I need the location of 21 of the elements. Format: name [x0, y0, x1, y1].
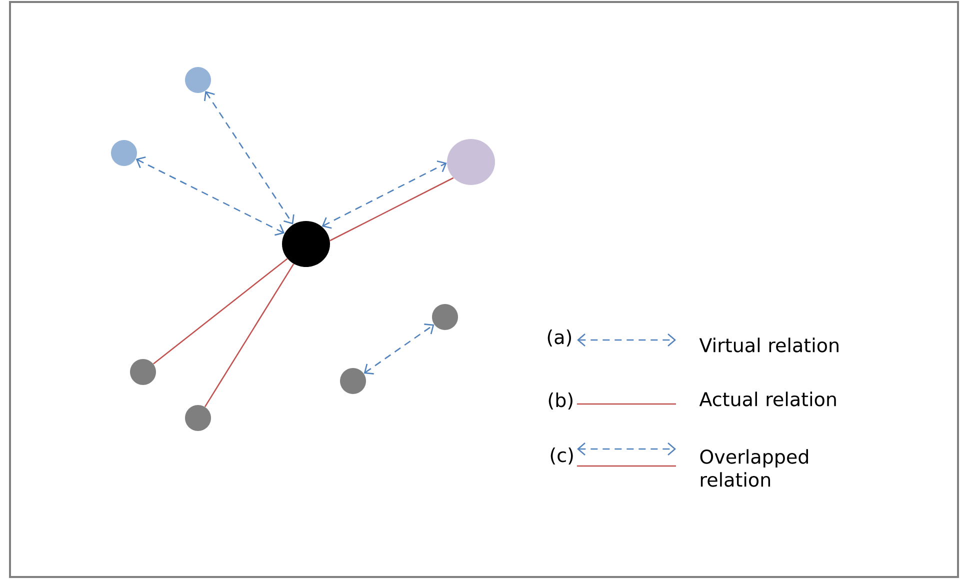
node-circle	[185, 405, 211, 431]
legend-text: Overlapped relation	[700, 449, 808, 487]
connector	[136, 156, 285, 236]
legend-text: Virtual relation	[699, 338, 838, 352]
legend-key: (a)	[548, 330, 572, 346]
node-circle	[111, 140, 137, 166]
node-circle	[282, 221, 330, 267]
connector	[322, 160, 447, 229]
node-circle	[447, 139, 495, 185]
node-circle	[340, 368, 366, 394]
legend-key: (b)	[548, 392, 572, 410]
connector	[204, 91, 294, 224]
connector	[204, 264, 294, 408]
legend-key: (c)	[550, 448, 573, 464]
connector	[152, 258, 288, 364]
connector	[364, 324, 434, 374]
node-circle	[185, 67, 211, 93]
legend-text: Actual relation	[699, 392, 836, 406]
node-circle	[130, 359, 156, 385]
node-circle	[432, 304, 458, 330]
connector	[330, 177, 454, 242]
